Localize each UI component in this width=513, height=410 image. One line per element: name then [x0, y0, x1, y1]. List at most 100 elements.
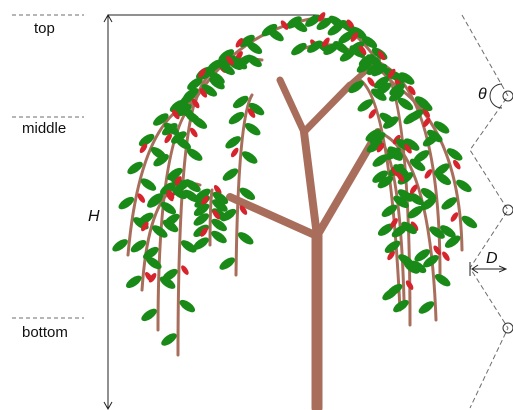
level-label-top: top	[34, 20, 55, 37]
leaf-icon	[381, 204, 398, 218]
leaf-icon	[429, 226, 445, 239]
leaf-icon	[349, 45, 366, 58]
flower-icon	[322, 37, 330, 47]
leaf-icon	[377, 175, 394, 189]
leaf-icon	[361, 35, 378, 49]
leaf-icon	[371, 88, 387, 101]
drooping-branch	[393, 83, 464, 252]
leaf-icon	[193, 237, 209, 250]
leaf-icon	[141, 308, 157, 322]
flower-icon	[422, 117, 431, 128]
leaf-icon	[366, 62, 383, 76]
leaf-icon	[186, 148, 203, 161]
leaf-icon	[175, 137, 191, 150]
leaf-icon	[407, 109, 424, 122]
flower-icon	[424, 169, 433, 179]
leaf-icon	[138, 133, 155, 147]
leaf-icon	[435, 172, 452, 186]
leaf-icon	[339, 49, 356, 62]
flower-icon	[171, 109, 180, 120]
leaf-icon	[162, 219, 179, 233]
leaf-icon	[387, 146, 404, 159]
leaf-icon	[446, 148, 463, 161]
leaf-icon	[153, 113, 169, 126]
flower-icon	[200, 227, 208, 237]
leaf-icon	[163, 122, 180, 136]
flower-icon	[317, 12, 326, 22]
flower-icon	[239, 205, 248, 215]
leaf-icon	[241, 151, 258, 164]
flower-icon	[198, 68, 206, 78]
leaf-icon	[187, 77, 203, 91]
leaf-icon	[159, 276, 176, 289]
leaf-icon	[231, 56, 248, 70]
height-dimension	[103, 13, 318, 410]
flower-icon	[410, 221, 419, 231]
leaf-icon	[160, 182, 176, 195]
foliage	[112, 12, 478, 346]
leaf-icon	[137, 212, 154, 226]
leaf-icon	[356, 60, 373, 73]
angle-arcs	[489, 83, 513, 334]
leaf-icon	[194, 188, 211, 202]
flower-icon	[367, 77, 375, 87]
leaf-icon	[357, 99, 374, 112]
leaf-icon	[372, 170, 388, 183]
leaf-icon	[127, 161, 143, 175]
leaf-icon	[403, 138, 420, 151]
flower-icon	[350, 32, 359, 42]
flower-icon	[450, 212, 459, 222]
leaf-icon	[416, 98, 433, 112]
drooping-branch	[208, 188, 214, 247]
leaf-icon	[351, 26, 367, 40]
flower-icon	[201, 195, 209, 206]
flower-icon	[390, 218, 398, 228]
flower-icon	[191, 98, 200, 109]
leaf-icon	[423, 254, 439, 268]
leaf-icon	[407, 205, 424, 219]
leaf-icon	[237, 232, 254, 245]
leaf-icon	[146, 256, 162, 270]
leaf-icon	[209, 71, 225, 85]
flower-icon	[164, 133, 173, 144]
flower-icon	[280, 20, 289, 30]
leaf-icon	[389, 83, 405, 96]
spacing-symbol: D	[486, 250, 498, 267]
leaf-icon	[179, 105, 195, 119]
leaf-icon	[444, 235, 461, 248]
leaf-icon	[150, 146, 167, 160]
flower-icon	[212, 209, 221, 220]
leaf-icon	[365, 129, 382, 142]
drooping-branch	[378, 138, 406, 302]
leaf-icon	[211, 218, 227, 232]
leaf-icon	[389, 89, 405, 102]
leaf-icon	[371, 63, 388, 77]
leaf-icon	[246, 41, 263, 55]
leaf-icon	[212, 191, 229, 205]
level-label-bottom: bottom	[22, 324, 68, 341]
flower-icon	[346, 19, 355, 30]
leaf-icon	[239, 187, 256, 201]
flower-icon	[404, 143, 412, 154]
flower-icon	[144, 272, 153, 282]
flower-icon	[213, 185, 222, 195]
drooping-branch	[234, 93, 254, 277]
leaf-icon	[397, 97, 414, 111]
leaf-icon	[218, 49, 235, 62]
leaf-icon	[220, 208, 237, 222]
leaf-icon	[398, 72, 415, 85]
flower-icon	[174, 176, 182, 186]
leaf-icon	[373, 76, 390, 89]
flower-icon	[226, 55, 234, 66]
leaf-icon	[305, 14, 321, 27]
angle-symbol: θ	[478, 86, 487, 103]
leaf-icon	[433, 121, 450, 134]
leaf-icon	[193, 213, 210, 226]
leaf-icon	[422, 134, 439, 147]
leaf-icon	[161, 333, 177, 346]
leaf-icon	[140, 178, 157, 191]
zigzag-dimension	[461, 14, 509, 409]
leaf-icon	[169, 99, 186, 113]
leaf-icon	[225, 136, 241, 149]
leaf-icon	[185, 179, 201, 193]
